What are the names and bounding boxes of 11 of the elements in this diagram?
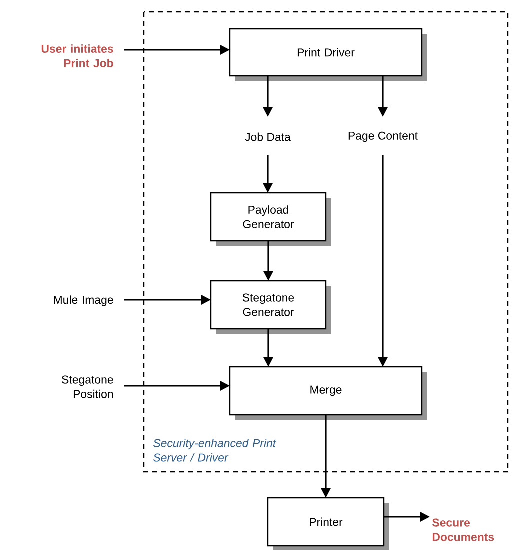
text-label: Job Data <box>245 132 291 142</box>
process-box: Printer <box>267 497 389 550</box>
text-label: Page Content <box>348 132 418 142</box>
text-label: Stegatone Position <box>62 376 114 398</box>
text-label: Secure Documents <box>432 518 494 542</box>
process-box: Merge <box>229 366 427 420</box>
process-box: Print Driver <box>229 28 427 81</box>
text-label: User initiates Print Job <box>42 44 114 68</box>
process-box: Stegatone Generator <box>210 280 331 334</box>
process-box: Payload Generator <box>210 192 331 246</box>
text-label: Mule Image <box>54 296 114 306</box>
